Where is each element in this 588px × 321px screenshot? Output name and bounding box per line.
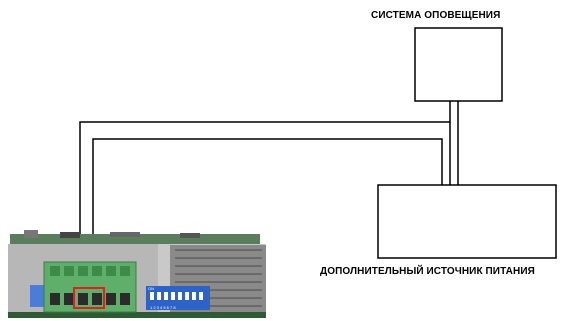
terminal-slots [50, 293, 130, 305]
dip-switch-on-label: ON [148, 286, 154, 291]
power-supply-label: ДОПОЛНИТЕЛЬНЫЙ ИСТОЧНИК ПИТАНИЯ [320, 266, 535, 277]
power-supply-box [377, 184, 557, 259]
pcb-board: ON 1 2 3 4 5 6 7 8 [8, 230, 266, 318]
wires [79, 101, 459, 262]
wire-outer [79, 101, 451, 262]
pcb-component [180, 233, 200, 238]
wire-inner [92, 138, 443, 262]
pcb-top-strip [10, 234, 260, 244]
pcb-capacitor [30, 285, 44, 307]
pcb-component [60, 232, 80, 238]
pcb-edge [8, 312, 266, 318]
pcb-component [110, 232, 140, 237]
terminal-highlight [73, 287, 105, 309]
alert-system-label: СИСТЕМА ОПОВЕЩЕНИЯ [371, 10, 501, 21]
alert-system-box [414, 27, 503, 102]
dip-switch-levers [150, 292, 203, 300]
terminal-screws [50, 266, 130, 276]
dip-switch-numbers: 1 2 3 4 5 6 7 8 [150, 305, 176, 310]
pcb-component [24, 230, 38, 238]
